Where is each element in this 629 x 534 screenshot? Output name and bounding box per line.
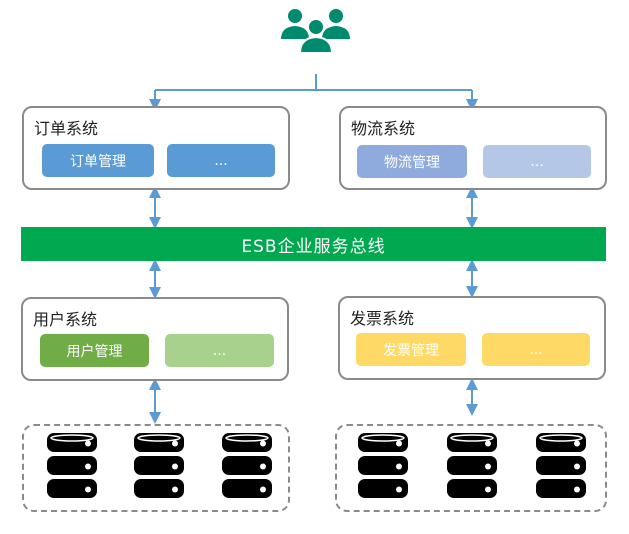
order-more-button[interactable]: ...: [167, 144, 275, 177]
invoice-system-box: 发票系统 发票管理 ...: [338, 296, 606, 380]
user-db-group: [22, 424, 290, 512]
database-icon: [134, 433, 184, 498]
order-system-title: 订单系统: [34, 119, 99, 138]
user-system-title: 用户系统: [33, 310, 98, 329]
esb-bus: ESB企业服务总线: [21, 227, 606, 261]
logistics-system-box: 物流系统 物流管理 ...: [339, 106, 607, 190]
users-group-icon: [281, 9, 350, 54]
order-system-box: 订单系统 订单管理 ...: [22, 106, 290, 190]
user-system-box: 用户系统 用户管理 ...: [21, 297, 289, 381]
bus-connectors: [149, 186, 478, 299]
invoice-more-button[interactable]: ...: [482, 333, 590, 366]
user-more-button[interactable]: ...: [165, 334, 274, 367]
order-management-button[interactable]: 订单管理: [42, 144, 154, 177]
database-icon: [222, 433, 272, 498]
database-icon: [536, 433, 586, 498]
database-icon: [47, 433, 97, 498]
logistics-management-button[interactable]: 物流管理: [357, 145, 467, 178]
invoice-db-group: [335, 424, 607, 512]
invoice-management-button[interactable]: 发票管理: [356, 333, 466, 366]
invoice-system-title: 发票系统: [350, 309, 415, 328]
database-icon: [358, 433, 408, 498]
user-management-button[interactable]: 用户管理: [40, 334, 149, 367]
db-connectors: [149, 378, 478, 424]
logistics-system-title: 物流系统: [351, 119, 416, 138]
top-connector: [149, 74, 478, 111]
logistics-more-button[interactable]: ...: [483, 145, 591, 178]
database-icon: [447, 433, 497, 498]
database-icons: [47, 433, 586, 498]
